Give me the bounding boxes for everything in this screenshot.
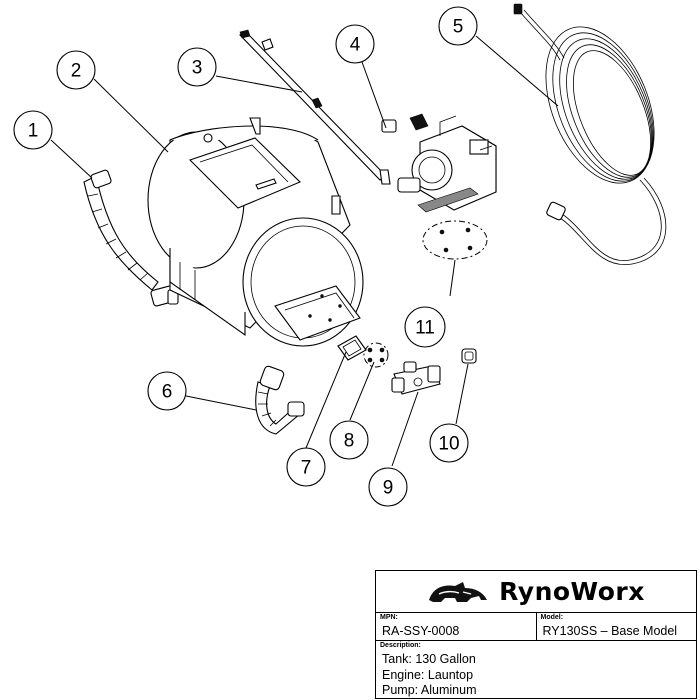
part-11-pump-mount-gasket <box>422 220 488 260</box>
description-lines: Tank: 130 Gallon Engine: Launtop Pump: A… <box>382 652 476 699</box>
part-5-hose-reel <box>513 3 667 266</box>
callout-4: 4 <box>335 24 375 64</box>
exploded-parts-diagram: 1 2 3 4 5 11 6 8 10 7 9 <box>13 3 667 507</box>
part-8-flange-plate <box>363 342 389 368</box>
svg-text:9: 9 <box>383 478 394 499</box>
callout-6: 6 <box>147 371 187 411</box>
callout-9: 9 <box>368 467 408 507</box>
brand-name: RynoWorx <box>499 577 645 606</box>
mpn-cell: MPN: RA-SSY-0008 <box>376 613 536 640</box>
mpn-value: RA-SSY-0008 <box>382 624 460 638</box>
description-label: Description: <box>380 642 421 649</box>
callout-3: 3 <box>177 47 217 87</box>
callout-2: 2 <box>56 50 96 90</box>
part-4-pump-engine <box>381 113 497 213</box>
part-10-cap-fitting <box>461 348 477 364</box>
mpn-model-row: MPN: RA-SSY-0008 Model: RY130SS – Base M… <box>376 613 696 641</box>
svg-text:7: 7 <box>301 458 312 479</box>
description-line-pump: Pump: Aluminum <box>382 683 477 697</box>
model-value: RY130SS – Base Model <box>542 624 678 638</box>
callout-10: 10 <box>429 423 469 463</box>
description-cell: Description: Tank: 130 Gallon Engine: La… <box>376 641 696 699</box>
model-cell: Model: RY130SS – Base Model <box>535 613 697 640</box>
rhino-logo-icon <box>429 581 488 602</box>
svg-text:4: 4 <box>350 35 361 56</box>
mpn-label: MPN: <box>380 614 398 621</box>
svg-text:3: 3 <box>192 58 203 79</box>
svg-text:2: 2 <box>71 61 82 82</box>
callout-1: 1 <box>13 110 53 150</box>
description-line-engine: Engine: Launtop <box>382 667 474 682</box>
description-line-tank: Tank: 130 Gallon <box>382 652 476 666</box>
part-1-suction-hose <box>83 169 179 307</box>
callout-7: 7 <box>286 447 326 487</box>
part-2-tank <box>147 117 364 347</box>
svg-text:8: 8 <box>344 431 355 452</box>
svg-text:5: 5 <box>453 17 464 38</box>
title-block: RynoWorx MPN: RA-SSY-0008 Model: RY130SS… <box>375 570 697 699</box>
callout-5: 5 <box>438 6 478 46</box>
svg-text:10: 10 <box>438 434 459 455</box>
svg-text:1: 1 <box>28 121 39 142</box>
model-label: Model: <box>540 614 564 621</box>
callout-8: 8 <box>329 420 369 460</box>
leader-lines <box>50 35 559 467</box>
svg-text:6: 6 <box>162 382 173 403</box>
part-3-spray-wand <box>239 29 391 185</box>
part-7-gasket <box>337 335 367 361</box>
svg-text:11: 11 <box>415 318 435 339</box>
part-6-discharge-hose <box>255 365 305 435</box>
callout-11: 11 <box>404 306 446 348</box>
brand-header: RynoWorx <box>376 571 696 613</box>
part-9-valve-fitting <box>391 361 441 395</box>
